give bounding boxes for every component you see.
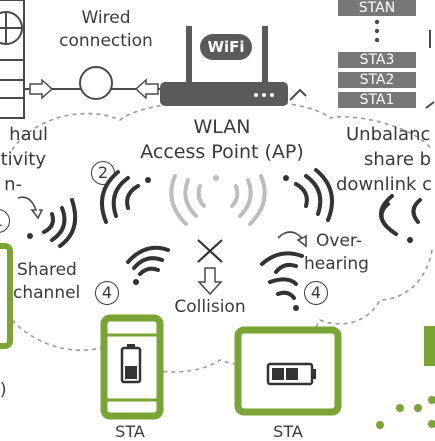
wifi-logo-icon: WiFi	[200, 34, 252, 60]
sta-stack-ellipsis	[374, 19, 380, 43]
overhearing-label-line2: hearing	[304, 254, 369, 274]
ap-label-line2: Access Point (AP)	[140, 141, 304, 163]
overhearing-label-line1: Over-	[316, 231, 362, 251]
wired-link-node	[79, 66, 113, 100]
left-device-icon	[0, 243, 13, 349]
unbalanced-label-line3: downlink c	[336, 174, 433, 195]
left-label-line1: haul	[9, 124, 48, 145]
sta-stack-item-1: STA1	[338, 92, 416, 108]
shared-channel-line2: channel	[13, 283, 81, 303]
step-4-badge-right: 4	[304, 281, 328, 305]
arrow-right-outline-icon	[29, 78, 54, 100]
down-arrow-outline-icon	[197, 267, 223, 296]
sta-tablet-label: STA	[273, 422, 303, 441]
curved-arrow-left-icon	[17, 196, 44, 220]
overhearing-arrow-icon	[277, 231, 307, 248]
unbalanced-label-line2: share b	[364, 149, 432, 170]
ap-label-line1: WLAN	[193, 116, 251, 138]
unbalanced-label-line1: Unbalanc	[346, 124, 431, 145]
tablet-sta-icon	[234, 326, 342, 416]
ap-signal-waves	[169, 174, 267, 226]
signal-waves-far-right	[379, 194, 422, 236]
sta-stack-item-2: STA2	[338, 72, 416, 88]
shared-channel-line1: Shared	[17, 260, 77, 280]
step-2-badge: 2	[91, 161, 115, 185]
sta-phone-label: STA	[115, 422, 145, 441]
left-label-line2: ctivity	[0, 149, 46, 170]
right-edge-device-icon	[424, 326, 435, 366]
router-icon	[160, 26, 307, 106]
sta-stack-item-3: STA3	[338, 52, 416, 68]
left-bracket-label: )	[0, 380, 7, 400]
collision-label: Collision	[174, 297, 246, 317]
collision-x-icon	[197, 239, 223, 263]
phone-sta-icon	[100, 314, 164, 420]
signal-waves-right	[294, 168, 334, 222]
wired-label-line1: Wired	[81, 8, 131, 28]
signal-waves-tablet	[260, 251, 304, 300]
sta-stack-top: STAN	[338, 0, 416, 16]
signal-waves-phone	[126, 245, 170, 276]
left-label-line3: n-	[4, 174, 22, 195]
signal-waves-left-sta	[42, 198, 77, 248]
arrow-left-outline-icon	[134, 78, 159, 100]
server-icon	[0, 0, 25, 119]
wlan-cloud-outline	[11, 99, 433, 373]
step-4-badge-left: 4	[95, 281, 119, 305]
green-dots-decoration	[376, 396, 435, 429]
wired-label-line2: connection	[59, 31, 153, 51]
